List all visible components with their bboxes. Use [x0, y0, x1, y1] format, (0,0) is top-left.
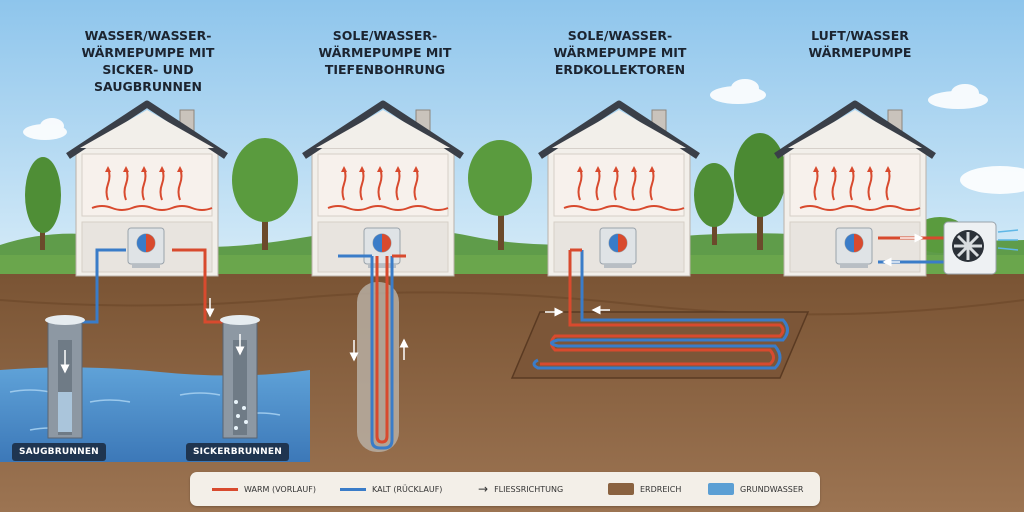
- title-wasser-wasser: WASSER/WASSER- WÄRMEPUMPE MIT SICKER- UN…: [81, 28, 215, 94]
- heat-arrow-icon: [123, 167, 129, 201]
- legend-label: WARM (VORLAUF): [244, 484, 316, 494]
- legend-item-flow: → FLIESSRICHTUNG: [478, 472, 563, 506]
- legend: WARM (VORLAUF) KALT (RÜCKLAUF) → FLIESSR…: [190, 472, 820, 506]
- heat-arrow-icon: [613, 167, 619, 201]
- title-sole-erdkollektoren: SOLE/WASSER- WÄRMEPUMPE MIT ERDKOLLEKTOR…: [553, 28, 687, 77]
- air-system: [878, 221, 1019, 275]
- soil-swatch: [608, 483, 634, 495]
- heat-arrow-icon: [141, 167, 147, 201]
- collector-system: [510, 248, 810, 379]
- legend-item-erdreich: ERDREICH: [608, 472, 681, 506]
- grass: [0, 255, 1024, 277]
- house-4: [774, 100, 936, 277]
- heat-arrow-icon: [177, 167, 183, 201]
- water-swatch: [708, 483, 734, 495]
- legend-label: ERDREICH: [640, 484, 682, 494]
- heat-arrow-icon: [849, 167, 855, 201]
- heat-arrow-icon: [341, 167, 347, 201]
- heat-arrow-icon: [105, 167, 111, 201]
- legend-label: FLIESSRICHTUNG: [494, 484, 564, 494]
- heat-arrow-icon: [377, 167, 383, 201]
- heat-arrow-icon: [831, 167, 837, 201]
- heat-arrow-icon: [867, 167, 873, 201]
- heat-arrow-icon: [577, 167, 583, 201]
- borehole-system: [338, 254, 409, 452]
- title-sole-tiefenbohrung: SOLE/WASSER- WÄRMEPUMPE MIT TIEFENBOHRUN…: [318, 28, 452, 77]
- clouds: [23, 79, 1024, 194]
- heat-arrow-icon: [395, 167, 401, 201]
- legend-label: KALT (RÜCKLAUF): [372, 484, 443, 494]
- warm-line-swatch: [212, 487, 238, 491]
- house-1: [66, 100, 228, 277]
- legend-label: GRUNDWASSER: [740, 484, 804, 494]
- legend-item-grundwasser: GRUNDWASSER: [708, 472, 803, 506]
- well-system: [45, 248, 260, 439]
- house-2: [302, 100, 464, 277]
- legend-item-kalt: KALT (RÜCKLAUF): [340, 472, 442, 506]
- heat-arrow-icon: [813, 167, 819, 201]
- heat-arrow-icon: [885, 167, 891, 201]
- heat-arrow-icon: [631, 167, 637, 201]
- house-3: [538, 100, 700, 277]
- heat-arrow-icon: [413, 167, 419, 201]
- title-luft-wasser: LUFT/WASSER WÄRMEPUMPE: [808, 28, 912, 60]
- heat-arrow-icon: [649, 167, 655, 201]
- kalt-line-swatch: [340, 487, 366, 491]
- arrow-right-icon: →: [478, 482, 489, 496]
- legend-item-warm: WARM (VORLAUF): [212, 472, 316, 506]
- label-sickerbrunnen: SICKERBRUNNEN: [186, 443, 289, 461]
- label-saugbrunnen: SAUGBRUNNEN: [12, 443, 106, 461]
- heat-arrow-icon: [595, 167, 601, 201]
- heat-arrow-icon: [159, 167, 165, 201]
- heat-arrow-icon: [359, 167, 365, 201]
